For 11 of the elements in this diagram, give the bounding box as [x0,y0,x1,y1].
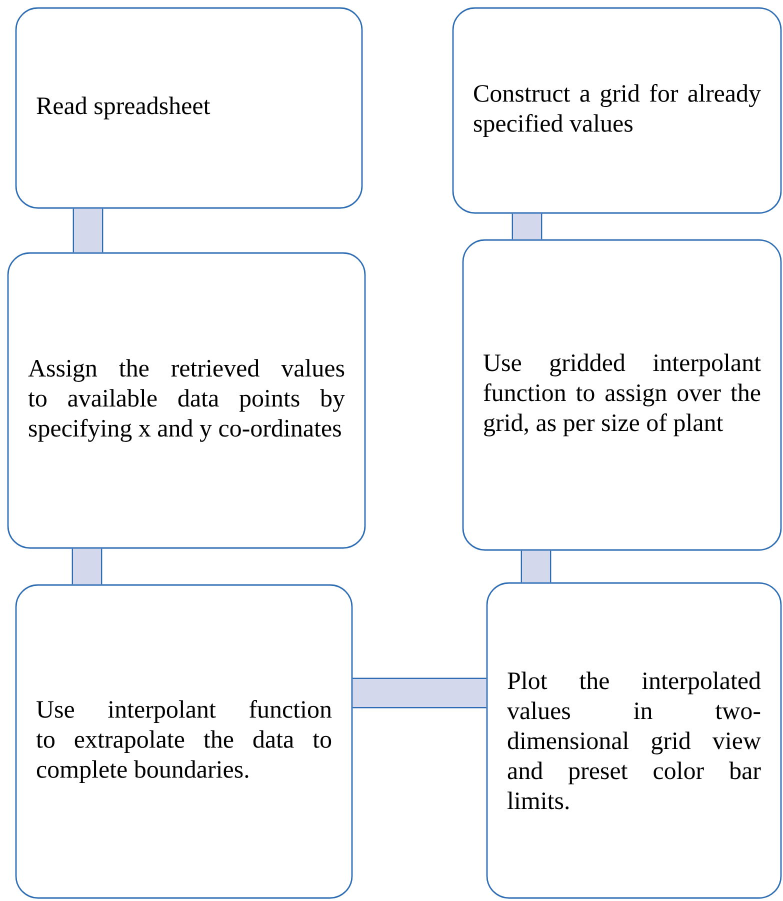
process-box: Plot the interpolated values in two-dimensional grid view and preset color bar limits. [486,582,782,899]
process-box: Use interpolant function to extrapolate the data to complete boundaries. [15,584,353,899]
process-box: Assign the retrieved values to available data points by specifying x and y co-ordinates [7,252,366,549]
connector-bar [72,208,104,252]
process-box: Use gridded interpolant function to assign over the grid, as per size of plant [462,239,782,551]
connector-bar [520,550,552,582]
connector-bar [352,678,486,708]
connector-bar [72,548,102,584]
process-box: Read spreadsheet [15,7,363,209]
process-box: Construct a grid for already specified values [452,7,782,214]
connector-bar [512,214,542,240]
